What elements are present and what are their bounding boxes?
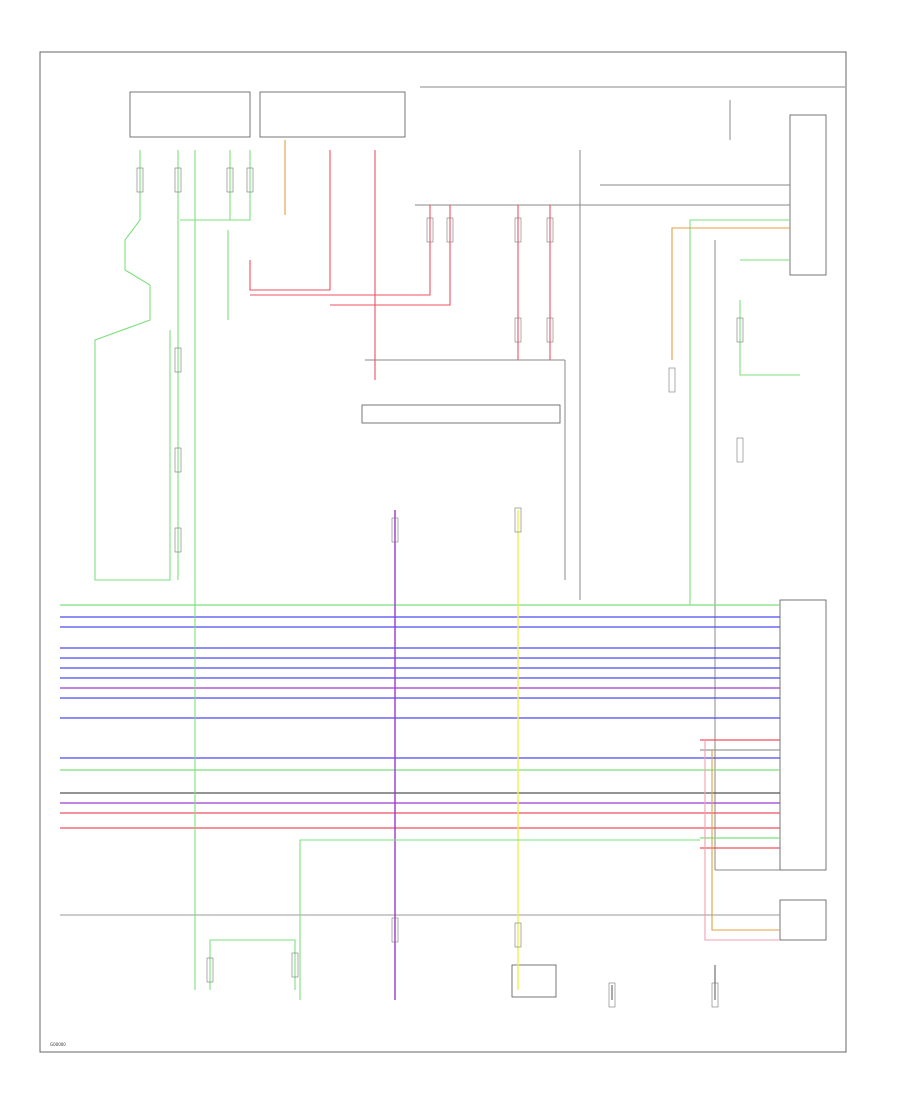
connector-marker — [174, 347, 182, 373]
connector-marker — [246, 167, 254, 193]
connector-marker — [736, 317, 744, 343]
green-bottom-loop — [209, 939, 296, 990]
pink-right-wire — [704, 740, 780, 941]
connector-marker — [174, 447, 182, 473]
red-feed-wire — [249, 150, 331, 291]
connector-marker — [391, 517, 399, 543]
connector-marker — [291, 952, 299, 978]
connector-marker — [226, 167, 234, 193]
connector-markers — [136, 167, 744, 1008]
connector-marker — [514, 217, 522, 243]
green-loop-wire — [94, 150, 171, 581]
green-cross-wire — [180, 150, 251, 221]
connector-marker — [174, 527, 182, 553]
green-bottom-wire — [299, 839, 700, 1000]
connector-marker — [514, 507, 522, 533]
connector-marker — [736, 437, 744, 463]
signal-bus-bundle — [60, 604, 780, 916]
connector-marker — [206, 957, 214, 983]
connector-marker — [514, 317, 522, 343]
connector-marker — [546, 217, 554, 243]
connector-marker — [174, 167, 182, 193]
connector-marker — [546, 317, 554, 343]
orange-lower-wire — [711, 750, 780, 931]
green-switch-wire — [739, 300, 800, 376]
orange-right-wire — [671, 227, 790, 360]
connector-marker — [136, 167, 144, 193]
connector-marker — [711, 982, 719, 1008]
connector-marker — [608, 982, 616, 1008]
green-right-wire — [689, 219, 790, 605]
red-return-wire — [250, 205, 431, 296]
fuse-relay-block — [129, 91, 827, 998]
connector-marker — [514, 922, 522, 948]
connector-marker — [446, 217, 454, 243]
connector-marker — [391, 917, 399, 943]
diagram-frame — [39, 51, 847, 1053]
connector-marker — [668, 367, 676, 393]
footer-code: G00000 — [50, 1042, 66, 1047]
connector-marker — [426, 217, 434, 243]
red-branch-wire — [330, 205, 451, 306]
vertical-feed-wires — [94, 140, 800, 1000]
